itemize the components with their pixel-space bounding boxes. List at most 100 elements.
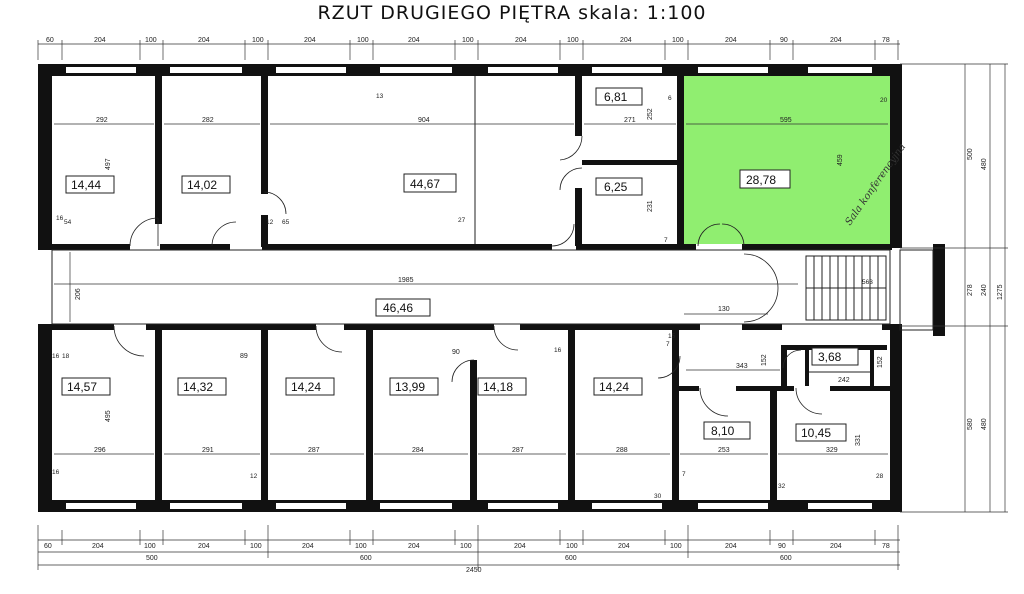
bottom-partitions	[155, 328, 892, 504]
room-label: 16	[554, 347, 562, 354]
top-dim-2: 204	[94, 37, 106, 44]
bottom-dim-17: 78	[882, 543, 890, 550]
room-label: 6	[668, 95, 672, 102]
bottom-dim-1: 60	[44, 543, 52, 550]
bottom-dim-14: 204	[725, 543, 737, 550]
room-width-dim: 296	[94, 447, 106, 454]
room-label: 27	[458, 217, 466, 224]
room-height-dim: 231	[647, 200, 654, 212]
bottom-dim-12: 204	[618, 543, 630, 550]
room-width-dim: 287	[308, 447, 320, 454]
conference-room-fill	[684, 76, 890, 244]
room-height-dim: 331	[855, 434, 862, 446]
top-dim-15: 90	[780, 37, 788, 44]
bottom-dim-6: 204	[302, 543, 314, 550]
plan-title: RZUT DRUGIEGO PIĘTRA skala: 1:100	[317, 2, 707, 24]
right-dim-top-b: 480	[981, 158, 988, 170]
bottom-dim-11: 100	[566, 543, 578, 550]
top-dim-8: 204	[408, 37, 420, 44]
top-partitions	[155, 64, 684, 248]
bottom-dim-10: 204	[514, 543, 526, 550]
top-dim-5: 100	[252, 37, 264, 44]
room-6-81: 6,81 271 252 6	[584, 87, 676, 125]
right-dim-mid-a: 278	[967, 284, 974, 296]
hall-width-dim: 343	[736, 363, 748, 370]
room-label: 16	[52, 469, 60, 476]
room-14-24-b: 14,24 288 15 30	[576, 333, 676, 500]
bottom-dimension-chain: 60 204 100 204 100 204 100 204 100 204 1…	[37, 525, 900, 574]
right-dim-low-a: 580	[967, 418, 974, 430]
room-area: 13,99	[395, 380, 425, 394]
room-label: 20	[880, 97, 888, 104]
top-dim-11: 100	[567, 37, 579, 44]
room-width-dim: 287	[512, 447, 524, 454]
bottom-dim-7: 100	[355, 543, 367, 550]
right-dim-low-b: 480	[981, 418, 988, 430]
room-label: 16	[56, 215, 64, 222]
room-label: 28	[876, 473, 884, 480]
room-label: 7	[666, 341, 670, 348]
room-label: 13	[376, 93, 384, 100]
top-dim-17: 78	[882, 37, 890, 44]
top-dimension-chain: 60 204 100 204 100 204 100 204 100 204 1…	[37, 37, 900, 60]
room-area: 28,78	[746, 173, 776, 187]
room-width-dim: 271	[624, 117, 636, 124]
room-width-dim: 253	[718, 447, 730, 454]
room-width-dim: 291	[202, 447, 214, 454]
right-dim-top-a: 500	[967, 148, 974, 160]
room-14-24-a: 14,24 287 12	[250, 377, 364, 480]
room-area: 14,57	[67, 380, 97, 394]
corridor-walls	[38, 244, 902, 330]
room-label: 16	[52, 353, 60, 360]
room-area: 14,44	[71, 178, 101, 192]
room-14-44: 292 497 14,44 16 54	[54, 117, 154, 226]
room-44-67: 904 44,67 13 12 65 27	[266, 93, 574, 226]
room-3-68: 3,68 242 152	[811, 347, 884, 384]
top-dim-16: 204	[830, 37, 842, 44]
top-dim-4: 204	[198, 37, 210, 44]
overall-dim: 2450	[466, 567, 482, 574]
room-label: 12	[266, 219, 274, 226]
hall-height-dim: 152	[761, 354, 768, 366]
room-area: 14,24	[599, 380, 629, 394]
corridor-sub-dim: 130	[718, 306, 730, 313]
right-dimension-chain: 500 480 278 240 1275 580 480	[900, 63, 1008, 513]
room-area: 10,45	[801, 426, 831, 440]
room-area: 14,24	[291, 380, 321, 394]
doors	[113, 135, 823, 417]
room-label: 12	[250, 473, 258, 480]
room-label: 65	[282, 219, 290, 226]
room-area: 44,67	[410, 177, 440, 191]
bottom-total-2: 600	[360, 555, 372, 562]
bottom-total-3: 600	[565, 555, 577, 562]
room-width-dim: 329	[826, 447, 838, 454]
room-height-dim: 252	[647, 108, 654, 120]
room-label: 32	[778, 483, 786, 490]
corridor: 1985 46,46 130	[54, 277, 798, 317]
top-dim-6: 204	[304, 37, 316, 44]
top-dim-3: 100	[145, 37, 157, 44]
room-14-32: 14,32 291 89	[164, 353, 260, 455]
room-label: 18	[62, 353, 70, 360]
staircase: 563	[805, 244, 945, 336]
room-area: 6,25	[604, 180, 628, 194]
room-8-10: 8,10 253 7	[680, 421, 768, 478]
room-13-99: 13,99 284 90	[374, 349, 468, 455]
room-10-45: 10,45 329 331 32 28	[778, 423, 888, 490]
room-area: 14,18	[483, 380, 513, 394]
room-width-dim: 282	[202, 117, 214, 124]
top-dim-13: 100	[672, 37, 684, 44]
room-14-57: 14,57 495 296 16 18 16	[52, 353, 154, 476]
top-dim-1: 60	[46, 37, 54, 44]
bottom-dim-4: 204	[198, 543, 210, 550]
hall-area: 343 152 7	[666, 341, 780, 371]
stairs-label: 563	[862, 279, 873, 286]
top-dim-14: 204	[725, 37, 737, 44]
room-height-dim: 495	[105, 410, 112, 422]
bottom-total-4: 600	[780, 555, 792, 562]
outer-walls	[38, 64, 902, 512]
bottom-dim-9: 100	[460, 543, 472, 550]
bottom-dim-16: 204	[830, 543, 842, 550]
